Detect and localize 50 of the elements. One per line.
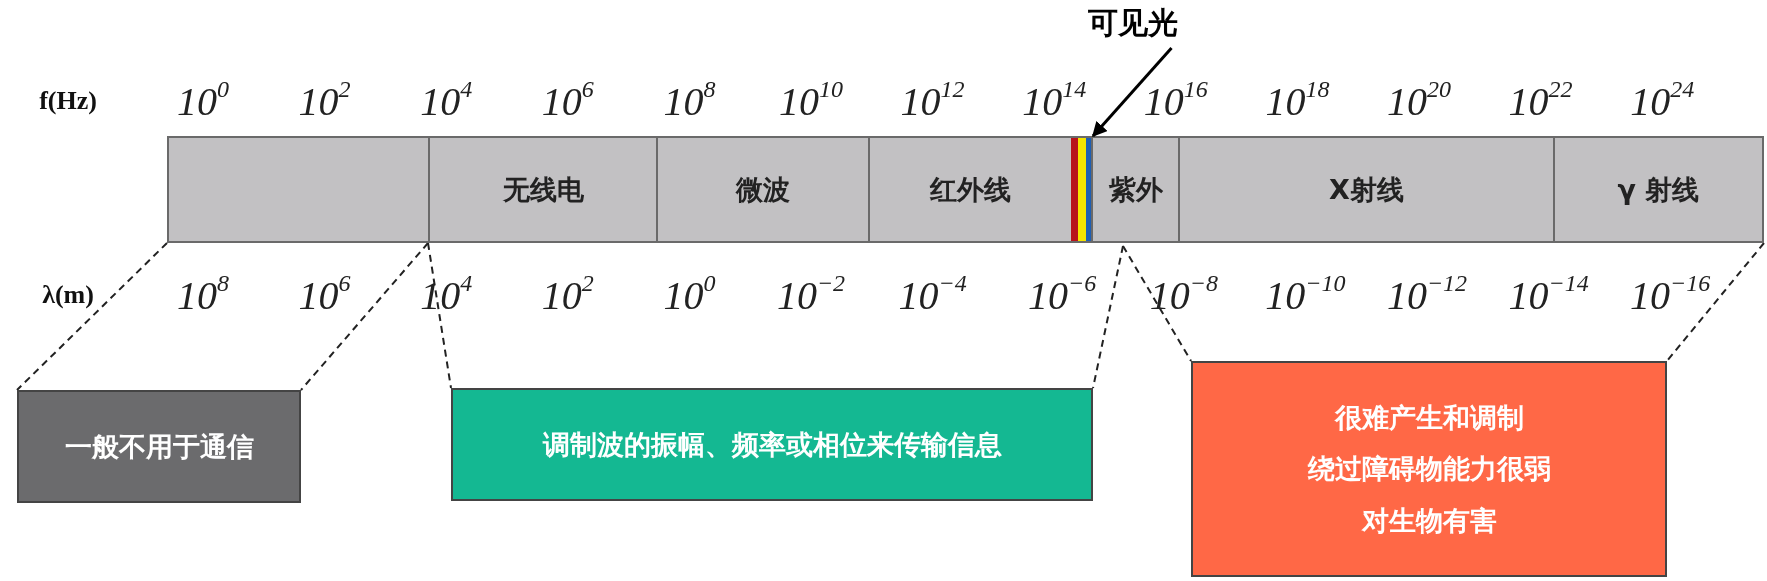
tick-label: 10$^{2}$: [541, 271, 594, 319]
spectrum-band-segment: [1178, 136, 1555, 243]
band-label: 红外线: [930, 172, 1011, 207]
spectrum-band-segment: [656, 136, 870, 243]
note-box: [17, 390, 301, 503]
axis-label: λ(m): [42, 280, 94, 310]
tick-label: 10$^{0}$: [663, 271, 716, 319]
tick-label: 10$^{−6}$: [1028, 271, 1097, 319]
tick-label: 10$^{6}$: [298, 271, 351, 319]
band-label: X射线: [1329, 172, 1404, 207]
tick-label: 10$^{4}$: [420, 271, 473, 319]
note-text: 很难产生和调制: [1334, 401, 1524, 436]
tick-label: 10$^{20}$: [1387, 77, 1451, 125]
tick-label: 10$^{12}$: [900, 77, 965, 125]
tick-label: 10$^{−10}$: [1265, 271, 1346, 319]
tick-label: 10$^{−8}$: [1149, 271, 1218, 319]
spectrum-band-segment: [868, 136, 1073, 243]
tick-label: 10$^{18}$: [1265, 77, 1330, 125]
tick-label: 10$^{−4}$: [898, 271, 967, 319]
tick-label: 10$^{0}$: [177, 77, 229, 125]
arrow: [1091, 47, 1173, 138]
callout-label: 可见光: [1088, 3, 1178, 42]
note-text: 绕过障碍物能力很弱: [1307, 452, 1551, 487]
spectrum-band-segment: [428, 136, 658, 243]
tick-label: 10$^{6}$: [541, 77, 594, 125]
note-text: 调制波的振幅、频率或相位来传输信息: [542, 427, 1002, 462]
tick-label: 10$^{−2}$: [776, 271, 846, 319]
tick-label: 10$^{−14}$: [1508, 271, 1589, 319]
note-text: 对生物有害: [1361, 503, 1497, 538]
tick-label: 10$^{22}$: [1508, 77, 1573, 125]
band-label: γ 射线: [1617, 172, 1700, 207]
spectrum-band-segment: [1553, 136, 1764, 243]
tick-label: 10$^{14}$: [1022, 77, 1087, 125]
note-box: [1191, 361, 1667, 577]
axis-label: f(Hz): [39, 86, 97, 116]
spectrum-band-segment: [1091, 136, 1180, 243]
tick-label: 10$^{16}$: [1143, 77, 1208, 125]
note-text: 一般不用于通信: [64, 429, 254, 464]
tick-label: 10$^{−12}$: [1386, 271, 1468, 319]
tick-label: 10$^{24}$: [1630, 77, 1695, 125]
tick-label: 10$^{2}$: [298, 77, 351, 125]
tick-label: 10$^{8}$: [177, 271, 229, 319]
band-label: 微波: [736, 172, 790, 207]
tick-label: 10$^{4}$: [420, 77, 473, 125]
tick-label: 10$^{8}$: [663, 77, 716, 125]
band-label: 无线电: [502, 172, 584, 207]
band-label: 紫外: [1108, 172, 1163, 207]
tick-label: 10$^{10}$: [779, 77, 843, 125]
tick-label: 10$^{−16}$: [1630, 271, 1711, 319]
note-box: [451, 388, 1093, 501]
